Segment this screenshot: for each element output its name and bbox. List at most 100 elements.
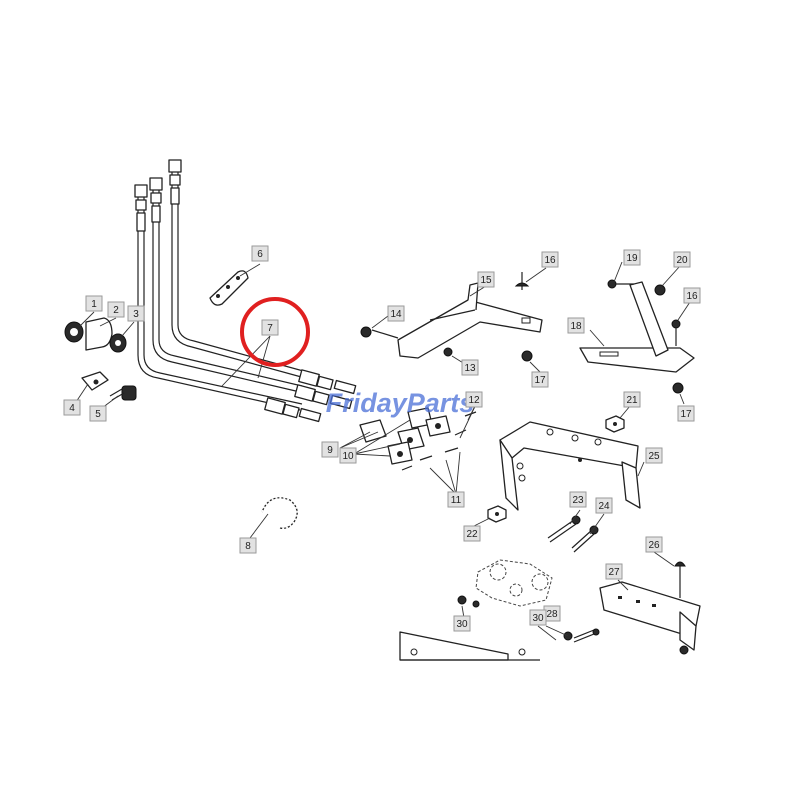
bracket-part-18 [579,279,695,394]
callout-16: 16 [541,251,559,268]
callout-box [529,609,547,626]
callout-17: 17 [677,405,695,422]
callout-28: 28 [543,605,561,622]
callout-16: 16 [683,287,701,304]
callout-5: 5 [89,405,107,422]
dashed-assembly [457,559,553,608]
callout-11: 11 [447,491,465,508]
clamp-part-8 [261,497,298,530]
callout-box [107,301,125,318]
callout-25: 25 [645,447,663,464]
plate-part-6 [209,270,249,306]
callout-13: 13 [461,359,479,376]
callout-number: 17 [680,409,692,420]
callout-number: 12 [468,395,480,406]
callout-number: 28 [546,609,558,620]
callout-box [683,287,701,304]
channel-bracket-25 [499,421,641,511]
callout-18: 18 [567,317,585,334]
callout-10: 10 [339,447,357,464]
callout-17: 17 [531,371,549,388]
callout-box [339,447,357,464]
callout-3: 3 [127,305,145,322]
bolts-28-30 [563,628,600,643]
right-fittings [264,369,357,423]
callout-box [567,317,585,334]
callout-box [595,497,613,514]
callout-26: 26 [645,536,663,553]
callout-23: 23 [569,491,587,508]
callout-number: 22 [466,529,478,540]
callout-number: 30 [532,613,544,624]
callout-number: 11 [451,495,462,506]
callout-8: 8 [239,537,257,554]
callout-number: 23 [572,495,584,506]
callout-box [569,491,587,508]
callout-19: 19 [623,249,641,266]
callout-number: 1 [91,299,97,310]
callout-number: 4 [69,403,75,414]
callout-number: 13 [464,363,476,374]
callout-number: 16 [686,291,698,302]
callout-number: 21 [626,395,638,406]
callout-number: 20 [676,255,688,266]
callout-number: 17 [534,375,546,386]
callout-box [623,249,641,266]
callout-box [605,563,623,580]
callout-6: 6 [251,245,269,262]
callout-box [541,251,559,268]
callout-number: 5 [95,409,101,420]
callout-number: 8 [245,541,251,552]
callout-7: 7 [261,319,279,336]
callout-number: 2 [113,305,119,316]
callout-30: 30 [453,615,471,632]
callout-box [251,245,269,262]
highlight-circle [240,297,310,367]
callout-1: 1 [85,295,103,312]
callout-box [465,391,483,408]
callout-number: 16 [544,255,556,266]
top-fittings [134,159,182,232]
callout-2: 2 [107,301,125,318]
callout-21: 21 [623,391,641,408]
callout-number: 30 [456,619,468,630]
plate-part-27 [599,561,701,655]
callout-box [461,359,479,376]
watermark-text: FridayParts [326,388,475,418]
nut-part-22 [487,505,507,523]
callout-24: 24 [595,497,613,514]
callout-15: 15 [477,271,495,288]
callout-number: 26 [648,540,660,551]
callout-number: 18 [570,321,582,332]
callout-box [645,447,663,464]
callout-box [531,371,549,388]
callout-box [453,615,471,632]
callout-box [127,305,145,322]
callout-number: 15 [480,275,492,286]
callout-number: 10 [342,451,354,462]
leader-lines [75,261,691,641]
callout-box [677,405,695,422]
callout-box [387,305,405,322]
callout-box [447,491,465,508]
callout-number: 27 [608,567,620,578]
callout-number: 19 [626,253,638,264]
callout-number: 6 [257,249,263,260]
callout-box [89,405,107,422]
callout-number: 9 [327,445,333,456]
bushing-parts [64,317,137,401]
callout-number: 25 [648,451,660,462]
callout-box [261,319,279,336]
hydraulic-pipes [134,159,357,423]
bracket-part-15 [360,272,543,362]
callout-box [239,537,257,554]
callout-14: 14 [387,305,405,322]
callout-box [623,391,641,408]
watermark-logo: FridayParts [326,388,475,418]
callout-9: 9 [321,441,339,458]
callout-22: 22 [463,525,481,542]
callout-4: 4 [63,399,81,416]
blocks-parts [359,407,477,471]
